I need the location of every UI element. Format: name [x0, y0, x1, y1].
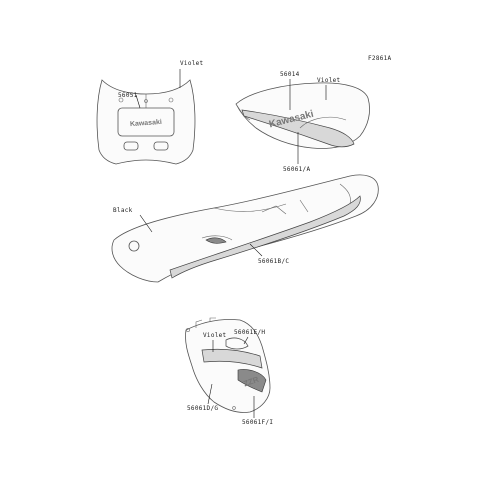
fairing-brand-text: Kawasaki [130, 119, 162, 128]
tank-part-label: 56014 [280, 71, 300, 78]
side-fairing: ZZR [185, 317, 271, 413]
side-lower-left-label: 56061D/G [187, 405, 218, 412]
tail-stripe-label: 56061B/C [258, 258, 289, 265]
tail-color-label: Black [113, 207, 133, 214]
tank-color-label: Violet [317, 77, 341, 84]
fuel-tank: Kawasaki [235, 82, 370, 149]
side-color-label: Violet [203, 332, 227, 339]
side-lower-label: 56061F/I [242, 419, 273, 426]
front-fairing: Kawasaki [96, 79, 196, 165]
diagram-code: F2861A [368, 55, 392, 62]
fairing-part-label: 56051 [118, 92, 138, 99]
fairing-color-label: Violet [180, 60, 204, 67]
side-upper-label: 56061E/H [234, 329, 265, 336]
tank-stripe-label: 56061/A [283, 166, 310, 173]
tail-cowl [111, 174, 379, 283]
